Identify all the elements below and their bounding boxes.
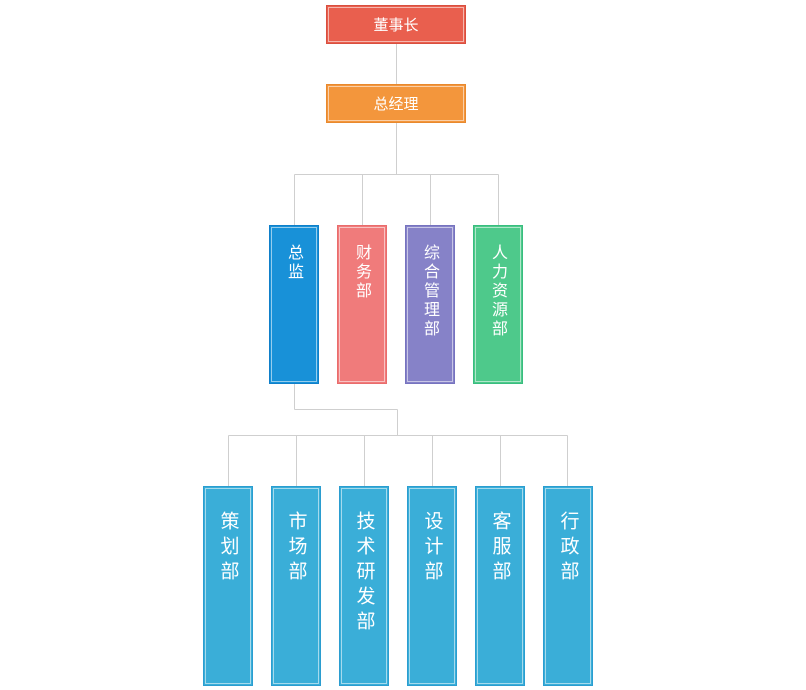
director-node: 总监 — [269, 225, 319, 384]
finance-label: 财务部 — [353, 244, 372, 301]
department-node: 策划部 — [203, 486, 253, 686]
department-node: 技术研发部 — [339, 486, 389, 686]
general-admin-node: 综合管理部 — [405, 225, 455, 384]
department-label: 行政部 — [557, 511, 580, 586]
department-label: 客服部 — [489, 511, 512, 586]
department-node: 行政部 — [543, 486, 593, 686]
chairman-node: 董事长 — [326, 5, 466, 44]
department-label: 策划部 — [217, 511, 240, 586]
general-admin-label: 综合管理部 — [421, 244, 440, 339]
department-node: 市场部 — [271, 486, 321, 686]
chairman-label: 董事长 — [373, 16, 419, 34]
department-node: 设计部 — [407, 486, 457, 686]
director-label: 总监 — [285, 244, 304, 282]
department-label: 市场部 — [285, 511, 308, 586]
hr-label: 人力资源部 — [489, 244, 508, 339]
department-label: 设计部 — [421, 511, 444, 586]
hr-node: 人力资源部 — [473, 225, 523, 384]
finance-node: 财务部 — [337, 225, 387, 384]
general-manager-node: 总经理 — [326, 84, 466, 123]
department-node: 客服部 — [475, 486, 525, 686]
general-manager-label: 总经理 — [373, 95, 419, 113]
department-label: 技术研发部 — [353, 511, 376, 636]
